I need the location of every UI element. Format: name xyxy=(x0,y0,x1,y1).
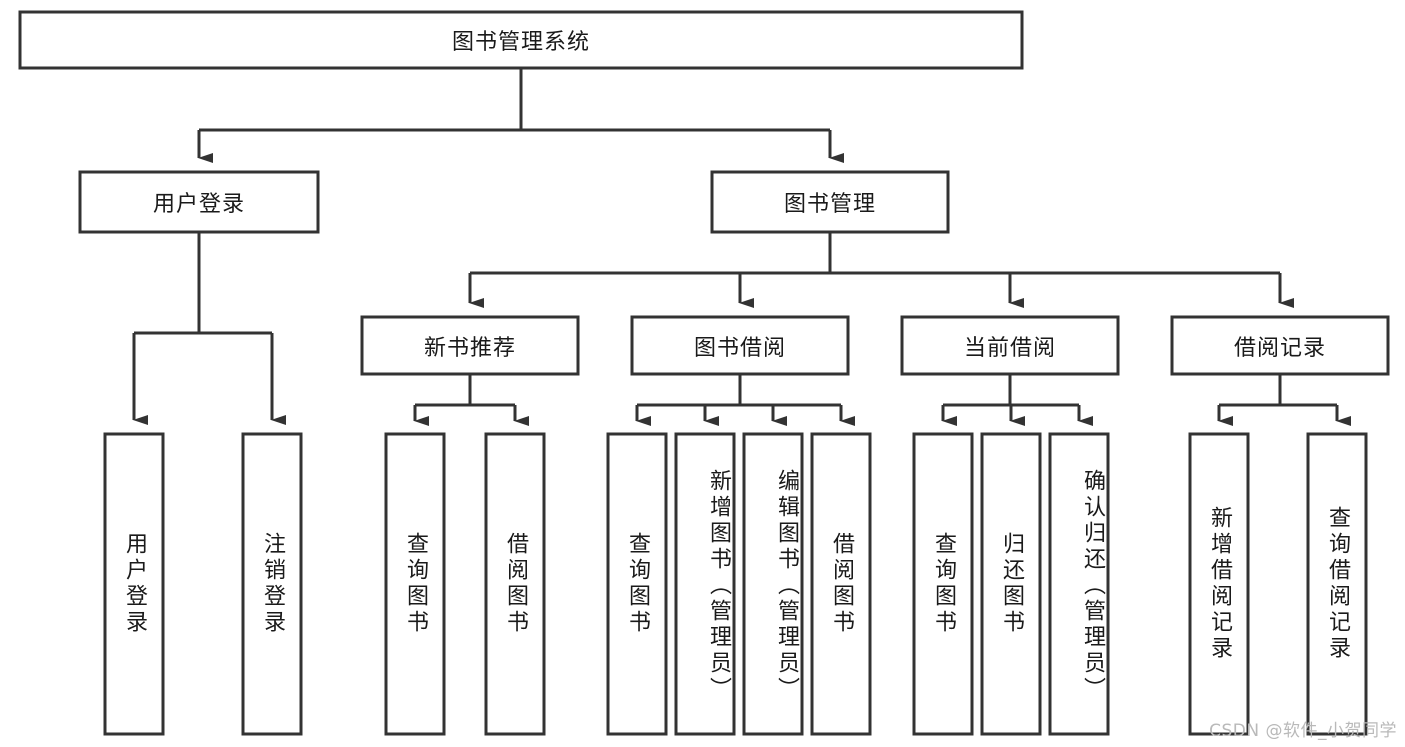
node-box-leaf-return-book[interactable] xyxy=(980,432,1042,736)
node-box-leaf-edit-book[interactable] xyxy=(742,432,804,736)
node-box-borrow-record[interactable] xyxy=(1170,315,1390,376)
node-box-new-book-recommend[interactable] xyxy=(360,315,580,376)
csdn-watermark: CSDN @软件_小贺同学 xyxy=(1209,721,1397,741)
node-box-book-manage[interactable] xyxy=(710,170,950,234)
node-box-leaf-borrow-book-1[interactable] xyxy=(484,432,546,736)
node-box-book-borrow[interactable] xyxy=(630,315,850,376)
node-box-leaf-add-record[interactable] xyxy=(1188,432,1250,736)
node-box-leaf-query-record[interactable] xyxy=(1306,432,1368,736)
node-box-leaf-query-book-2[interactable] xyxy=(606,432,668,736)
node-box-leaf-add-book[interactable] xyxy=(674,432,736,736)
node-box-leaf-borrow-book-2[interactable] xyxy=(810,432,872,736)
node-box-root[interactable] xyxy=(18,10,1024,70)
node-box-current-borrow[interactable] xyxy=(900,315,1120,376)
node-box-leaf-user-login[interactable] xyxy=(103,432,165,736)
node-box-leaf-confirm-return[interactable] xyxy=(1048,432,1110,736)
node-box-user-login[interactable] xyxy=(78,170,320,234)
node-box-leaf-query-book-3[interactable] xyxy=(912,432,974,736)
node-box-leaf-query-book-1[interactable] xyxy=(384,432,446,736)
node-box-leaf-logout-login[interactable] xyxy=(241,432,303,736)
